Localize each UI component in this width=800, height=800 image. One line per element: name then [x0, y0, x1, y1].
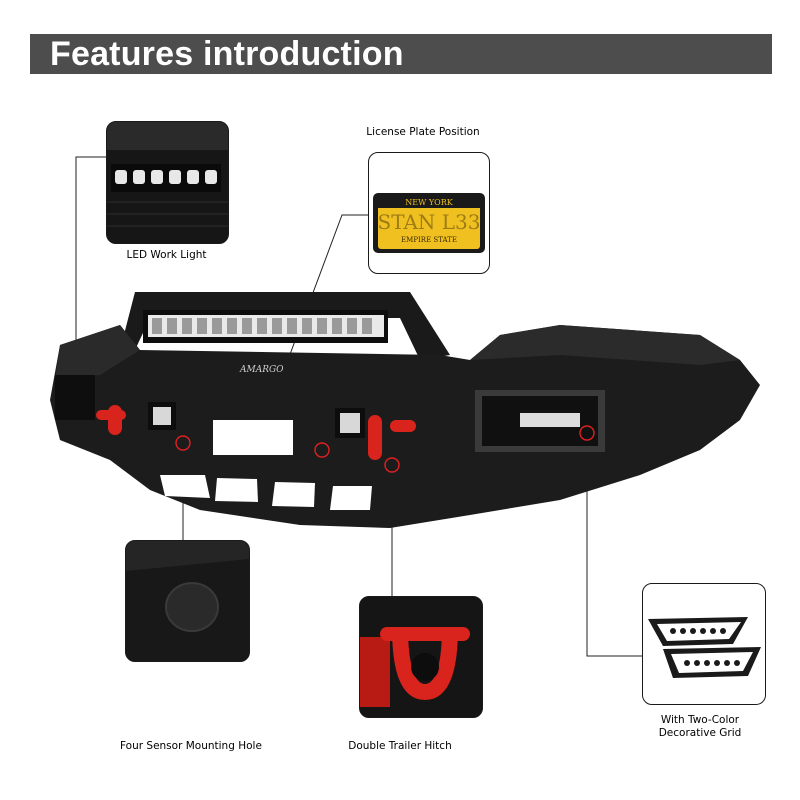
header-banner: Features introduction: [30, 34, 772, 74]
page-title: Features introduction: [50, 35, 404, 73]
license-plate-label: License Plate Position: [366, 126, 480, 138]
trailer-hitch-label: Double Trailer Hitch: [348, 740, 452, 752]
trailer-hitch-image: [360, 597, 482, 717]
led-light-image: [107, 122, 228, 243]
decorative-grid-image: [648, 617, 761, 678]
plate-motto: EMPIRE STATE: [401, 236, 457, 244]
brand-mark: AMARGO: [239, 365, 284, 375]
led-work-light-label: LED Work Light: [126, 249, 207, 261]
feature-markers: [175, 425, 595, 473]
decorative-grid-label-line1: With Two-Color: [660, 714, 740, 726]
decorative-grid-label-line2: Decorative Grid: [658, 727, 742, 739]
sensor-hole-photo: [125, 540, 250, 662]
plate-number: STAN L33: [377, 210, 481, 234]
sensor-hole-image: [126, 541, 249, 661]
license-plate-photo: NEW YORK STAN L33 EMPIRE STATE: [368, 152, 490, 274]
license-plate-image: [373, 193, 485, 253]
sensor-hole-label: Four Sensor Mounting Hole: [120, 740, 262, 752]
decorative-grid-photo: [642, 583, 766, 705]
light-bar: [120, 292, 450, 360]
plate-state: NEW YORK: [405, 198, 453, 207]
led-work-light-photo: [106, 121, 229, 244]
trailer-hitch-photo: [359, 596, 483, 718]
bumper-body: AMARGO: [50, 325, 760, 528]
